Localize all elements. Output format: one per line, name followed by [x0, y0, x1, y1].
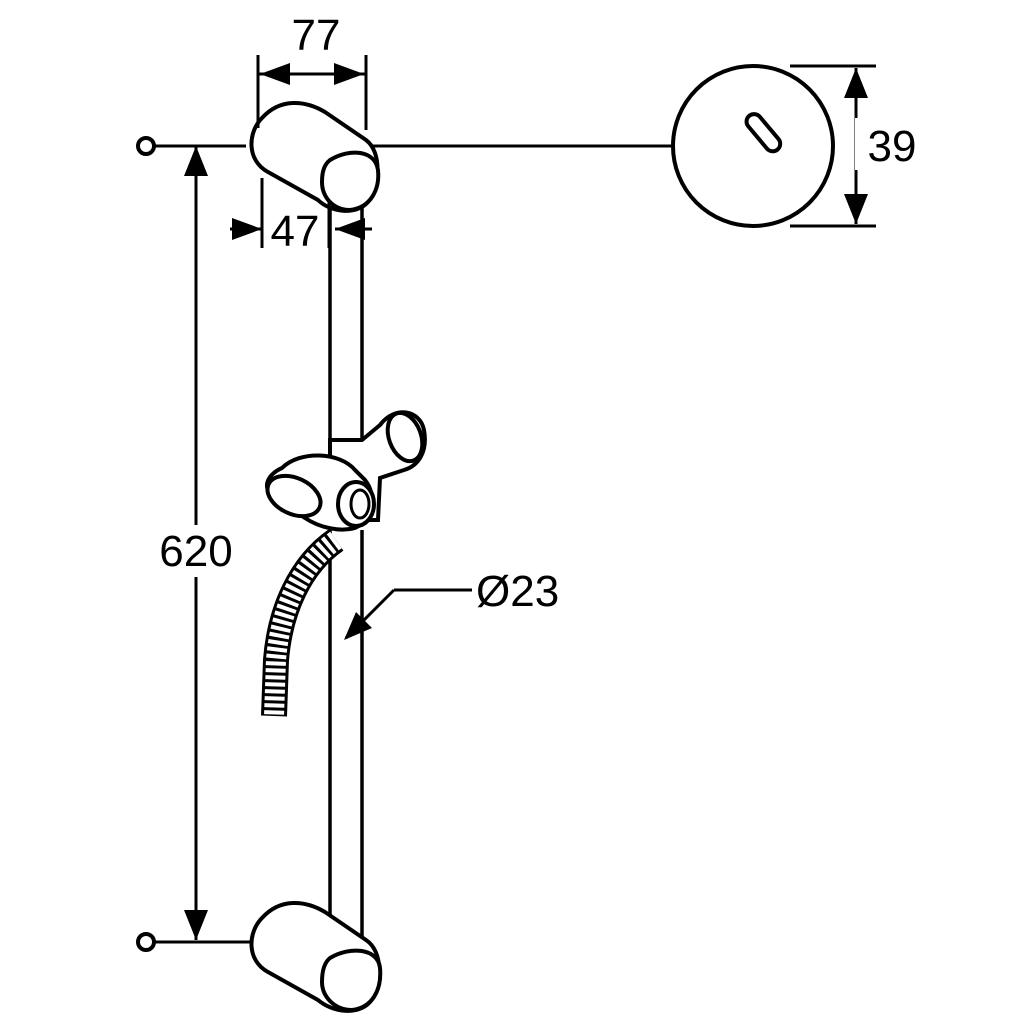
slider-holder — [264, 410, 427, 532]
bottom-wall-bracket — [249, 900, 383, 1013]
shower-rail — [328, 200, 364, 945]
rail-length-label: 620 — [159, 527, 232, 576]
rail-length-dimension — [150, 146, 242, 940]
rail-diameter-label: Ø23 — [476, 567, 559, 616]
wall-screw-bottom — [136, 932, 250, 952]
wall-offset-dimension — [230, 178, 372, 248]
rosette-diameter-label: 39 — [868, 122, 917, 171]
rail-diameter-leader — [344, 588, 472, 640]
shower-hose — [261, 529, 344, 717]
rosette-diameter-dimension — [790, 64, 923, 228]
wall-screw-top — [136, 136, 246, 156]
wall-offset-label: 47 — [271, 207, 320, 256]
clamp-width-dimension — [256, 55, 368, 130]
rosette — [671, 64, 835, 228]
clamp-width-label: 77 — [292, 11, 341, 60]
top-wall-bracket — [249, 100, 381, 213]
